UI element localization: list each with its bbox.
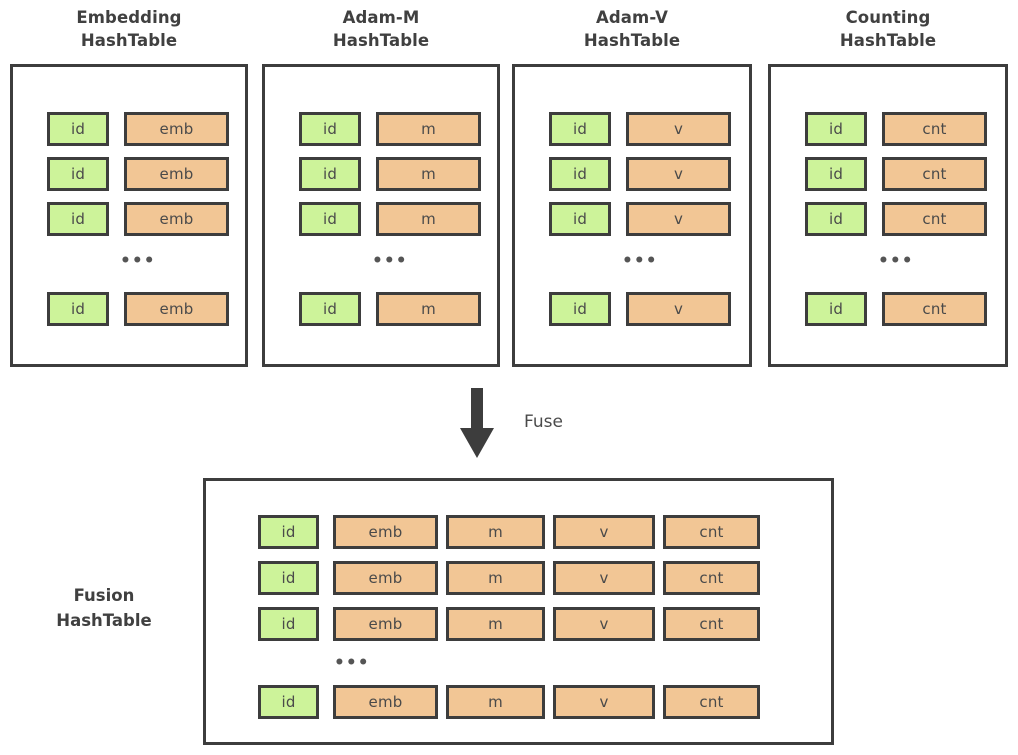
fuse-label: Fuse [524,412,563,432]
table-row: id emb [47,157,229,191]
key-cell: id [299,202,361,236]
table-row: id emb m v cnt [258,515,760,549]
table-title-line2: HashTable [839,31,937,50]
table-row: id emb m v cnt [258,561,760,595]
panel-embedding-hashtable: id emb id emb id emb ••• id emb [10,64,248,367]
key-cell: id [47,112,109,146]
table-row: id emb m v cnt [258,685,760,719]
key-cell: id [258,607,319,641]
fusion-label-line1: Fusion [73,586,135,605]
value-cell: cnt [882,157,987,191]
value-cell-cnt: cnt [663,685,760,719]
key-cell: id [549,202,611,236]
value-cell-cnt: cnt [663,515,760,549]
table-row: id emb m v cnt [258,607,760,641]
key-cell: id [299,157,361,191]
table-row: id emb [47,202,229,236]
value-cell-m: m [446,607,545,641]
value-cell-v: v [553,607,655,641]
key-cell: id [258,685,319,719]
key-cell: id [47,202,109,236]
table-row: id m [299,157,481,191]
value-cell: m [376,292,481,326]
value-cell: v [626,157,731,191]
key-cell: id [299,112,361,146]
value-cell: cnt [882,112,987,146]
value-cell-m: m [446,561,545,595]
key-cell: id [805,292,867,326]
value-cell-emb: emb [333,561,438,595]
table-title-line1: Adam-V [596,8,668,27]
panel-adam-v-hashtable: id v id v id v ••• id v [512,64,752,367]
table-row: id cnt [805,202,987,236]
value-cell: m [376,112,481,146]
key-cell: id [805,112,867,146]
key-cell: id [805,157,867,191]
value-cell: m [376,202,481,236]
table-row: id cnt [805,112,987,146]
panel-counting-hashtable: id cnt id cnt id cnt ••• id cnt [768,64,1008,367]
table-row: id cnt [805,292,987,326]
value-cell: emb [124,202,229,236]
rows-ellipsis: ••• [878,251,914,271]
table-row: id m [299,292,481,326]
table-title-adam-v: Adam-V HashTable [512,6,752,52]
value-cell-m: m [446,515,545,549]
value-cell-emb: emb [333,607,438,641]
value-cell: emb [124,112,229,146]
value-cell: v [626,202,731,236]
value-cell: v [626,112,731,146]
table-row: id m [299,112,481,146]
table-row: id emb [47,112,229,146]
table-title-line2: HashTable [332,31,430,50]
table-title-line2: HashTable [583,31,681,50]
panel-fusion-hashtable: id emb m v cnt id emb m v cnt id emb m v… [203,478,834,745]
value-cell-cnt: cnt [663,607,760,641]
value-cell: cnt [882,292,987,326]
key-cell: id [299,292,361,326]
value-cell-emb: emb [333,515,438,549]
key-cell: id [805,202,867,236]
key-cell: id [47,292,109,326]
table-row: id m [299,202,481,236]
value-cell-v: v [553,561,655,595]
rows-ellipsis: ••• [622,251,658,271]
table-row: id v [549,292,731,326]
key-cell: id [549,292,611,326]
fusion-hashtable-label: Fusion HashTable [18,583,190,633]
rows-ellipsis: ••• [372,251,408,271]
key-cell: id [258,515,319,549]
table-title-adam-m: Adam-M HashTable [262,6,500,52]
value-cell: cnt [882,202,987,236]
key-cell: id [258,561,319,595]
table-row: id v [549,157,731,191]
table-title-line2: HashTable [80,31,178,50]
value-cell: v [626,292,731,326]
rows-ellipsis: ••• [120,251,156,271]
table-row: id cnt [805,157,987,191]
fuse-arrow-icon [459,388,495,460]
panel-adam-m-hashtable: id m id m id m ••• id m [262,64,500,367]
rows-ellipsis: ••• [334,653,370,673]
value-cell-cnt: cnt [663,561,760,595]
table-title-counting: Counting HashTable [768,6,1008,52]
value-cell: emb [124,157,229,191]
key-cell: id [549,112,611,146]
value-cell-m: m [446,685,545,719]
table-title-line1: Adam-M [342,8,420,27]
value-cell-v: v [553,685,655,719]
table-row: id emb [47,292,229,326]
value-cell: m [376,157,481,191]
key-cell: id [549,157,611,191]
table-title-embedding: Embedding HashTable [10,6,248,52]
table-title-line1: Counting [845,8,931,27]
value-cell-emb: emb [333,685,438,719]
key-cell: id [47,157,109,191]
fusion-label-line2: HashTable [56,611,152,630]
value-cell-v: v [553,515,655,549]
table-title-line1: Embedding [76,8,182,27]
table-row: id v [549,202,731,236]
table-row: id v [549,112,731,146]
value-cell: emb [124,292,229,326]
